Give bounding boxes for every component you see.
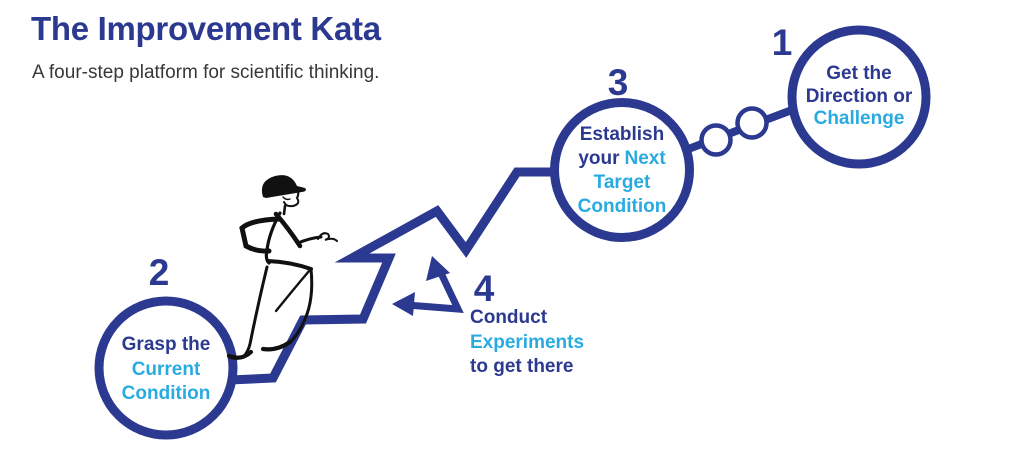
step2-label-line2: Current — [131, 358, 201, 380]
person-face — [283, 186, 300, 208]
step2-label-line3: Condition — [121, 383, 211, 405]
step3-label-line2a: your — [578, 148, 620, 169]
page-subtitle: A four-step platform for scientific thin… — [32, 62, 380, 83]
step1-label: Get the Direction or Challenge — [789, 27, 929, 167]
staircase-line-icon — [229, 167, 560, 385]
experiment-zigzag-arrows-icon — [392, 256, 464, 316]
page-title: The Improvement Kata — [31, 10, 381, 47]
person-front-thigh — [266, 259, 313, 271]
step3-circle — [550, 98, 694, 242]
arrow-left-head-icon — [392, 292, 415, 316]
person-cap — [261, 175, 306, 198]
step4-label: Conduct Experiments to get there — [470, 306, 640, 380]
person-smile — [282, 196, 291, 201]
step2-circle — [94, 296, 238, 440]
step3-label-line1: Establish — [579, 124, 665, 145]
step3-number: 3 — [607, 62, 629, 103]
arrow-up-head-icon — [426, 256, 450, 281]
person-knee-line — [274, 269, 311, 313]
step4-label-line1: Conduct — [470, 307, 548, 328]
person-back-leg — [242, 265, 269, 358]
step1-label-line2: Direction or — [805, 85, 913, 107]
step4-label-line2: Experiments — [470, 331, 585, 353]
person-front-foot — [260, 339, 293, 352]
person-climbing-stairs-sketch-icon — [226, 175, 338, 360]
person-eye — [286, 189, 291, 194]
step1-number: 1 — [771, 22, 793, 63]
step1-label-line1: Get the — [826, 63, 892, 85]
person-hand — [317, 232, 338, 242]
person-back-foot — [226, 349, 254, 360]
step1-label-line3: Challenge — [813, 108, 905, 130]
step3-label-line2b: Next — [624, 148, 666, 169]
step1-circle — [787, 25, 931, 169]
step2-label-line1: Grasp the — [121, 334, 211, 356]
step4-label-line3: to get there — [470, 356, 574, 377]
person-front-shin — [286, 267, 314, 346]
step3-label-line3: Target — [593, 172, 651, 193]
connector-dot-icon — [699, 123, 733, 157]
person-back-arm — [239, 216, 282, 254]
arrow-shafts — [406, 267, 464, 313]
step3-label-line4: Condition — [577, 196, 667, 217]
person-neck — [282, 204, 287, 216]
step4-number: 4 — [473, 268, 495, 309]
step2-label: Grasp the Current Condition — [96, 300, 236, 440]
step2-number: 2 — [148, 252, 170, 293]
connector-dot-icon — [735, 106, 769, 140]
